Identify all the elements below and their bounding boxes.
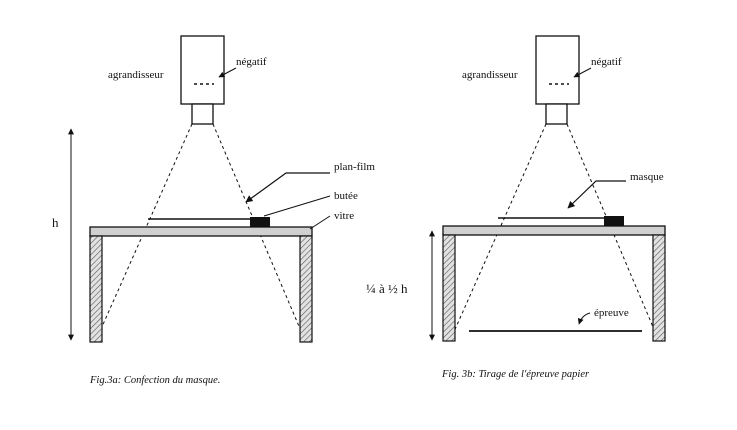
film-label: plan-film	[334, 161, 375, 173]
height-fraction-label: ¼ à ½ h	[366, 281, 408, 296]
table-leg-right	[299, 235, 313, 343]
negative-pointer-arrow	[573, 67, 592, 78]
print-pointer-arrow	[577, 312, 591, 325]
table-leg-left	[442, 234, 456, 342]
table-leg-right	[652, 234, 666, 342]
figure-3a: agrandisseur négatif plan-film butée vit…	[52, 35, 375, 386]
table-leg-left	[89, 235, 103, 343]
stop-label: butée	[334, 190, 358, 202]
stop-leader	[263, 195, 331, 217]
figure-3b: agrandisseur négatif masque épreuve ¼ à …	[366, 35, 666, 380]
glass-top	[89, 226, 313, 237]
height-label: h	[52, 215, 59, 230]
stop-block	[250, 217, 270, 227]
negative-label: négatif	[591, 56, 622, 68]
caption-3a: Fig.3a: Confection du masque.	[89, 375, 220, 386]
mask-label: masque	[630, 171, 664, 183]
enlarger-label: agrandisseur	[462, 69, 518, 81]
enlarger-lens	[191, 103, 214, 125]
print-label: épreuve	[594, 307, 629, 319]
enlarger-label: agrandisseur	[108, 69, 164, 81]
mask-leader-arrow	[567, 180, 626, 209]
caption-3b: Fig. 3b: Tirage de l'épreuve papier	[441, 369, 590, 380]
film-leader-arrow	[245, 172, 330, 203]
enlarger-body	[535, 35, 580, 105]
glass-leader	[309, 215, 331, 230]
glass-top	[442, 225, 666, 236]
enlarger-lens	[545, 103, 568, 125]
glass-label: vitre	[334, 210, 354, 222]
stop-block	[604, 216, 624, 226]
negative-label: négatif	[236, 56, 267, 68]
enlarger-body	[180, 35, 225, 105]
negative-pointer-arrow	[218, 67, 237, 78]
